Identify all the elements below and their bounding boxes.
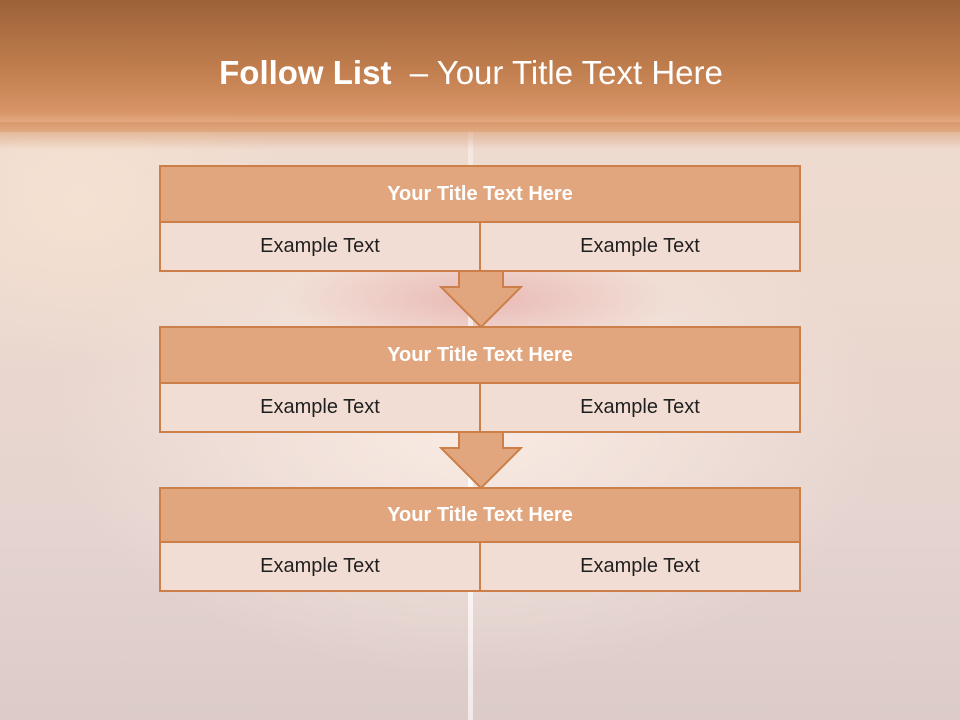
block-cell-left: Example Text: [159, 382, 481, 433]
list-block-2: Your Title Text Here Example Text Exampl…: [159, 326, 801, 433]
block-cell-left: Example Text: [159, 541, 481, 592]
down-arrow-icon: [439, 431, 523, 489]
block-title: Your Title Text Here: [159, 326, 801, 384]
header-band: [0, 0, 960, 132]
down-arrow-icon: [439, 270, 523, 328]
block-title: Your Title Text Here: [159, 487, 801, 543]
list-block-1: Your Title Text Here Example Text Exampl…: [159, 165, 801, 272]
block-cell-left: Example Text: [159, 221, 481, 272]
block-cell-right: Example Text: [479, 382, 801, 433]
slide-title-bold: Follow List: [219, 54, 392, 91]
block-cell-right: Example Text: [479, 541, 801, 592]
block-title: Your Title Text Here: [159, 165, 801, 223]
slide-title-rest: – Your Title Text Here: [391, 54, 723, 91]
slide-title: Follow List – Your Title Text Here: [0, 54, 942, 92]
list-block-3: Your Title Text Here Example Text Exampl…: [159, 487, 801, 594]
header-fade: [0, 122, 960, 150]
block-cell-right: Example Text: [479, 221, 801, 272]
